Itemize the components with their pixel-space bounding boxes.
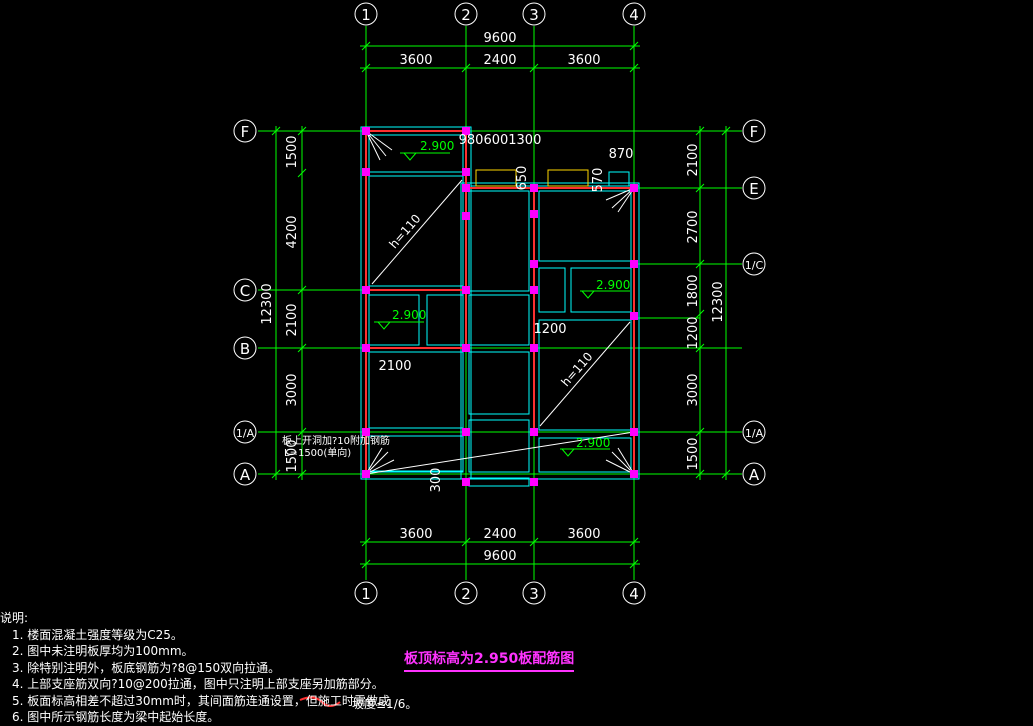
axis-label: 1 [361, 585, 371, 603]
dim-left-total: 12300 [260, 283, 275, 324]
axis-label: 3 [529, 6, 539, 24]
axis-bubble-right-E [742, 176, 766, 200]
dim-right-seg: 1500 [686, 437, 701, 470]
dim-left-seg: 1500 [285, 135, 300, 168]
left-dimensions [271, 126, 307, 480]
dim-bay-bottom: 2400 [483, 527, 516, 542]
dim-top-window: 9806001300 [459, 133, 542, 148]
axis-bubble-left-F [233, 119, 257, 143]
dim-bay-top: 3600 [399, 53, 432, 68]
axis-label: C [240, 282, 250, 300]
axis-bubble-top-2 [454, 2, 478, 26]
axis-label: 4 [629, 585, 639, 603]
note-line: 6. 图中所示钢筋长度为梁中起始长度。 [12, 710, 220, 724]
svg-text:L=1500(单向): L=1500(单向) [284, 446, 351, 459]
note-line: 说明: [0, 611, 29, 625]
dim-right-seg: 1800 [686, 274, 701, 307]
axis-bubble-bottom-1 [354, 581, 378, 605]
rebar-lines [365, 130, 635, 474]
drawing-title: 板顶标高为2.950板配筋图 [404, 648, 575, 672]
dim-300: 300 [429, 468, 444, 493]
elevation-label: 2.900 [392, 308, 426, 322]
elevation-markers: 2.900 2.900 2.900 2.900 [374, 139, 630, 457]
axis-label: F [750, 123, 759, 141]
top-dimensions [360, 41, 640, 73]
axis-bubble-right-1A [742, 420, 766, 444]
dim-570: 570 [591, 168, 606, 193]
axis-bubble-top-1 [354, 2, 378, 26]
axis-bubble-left-A [233, 462, 257, 486]
elevation-label: 2.900 [576, 436, 610, 450]
dim-bay-bottom: 3600 [399, 527, 432, 542]
bottom-dimensions [360, 537, 640, 569]
dim-left-seg: 3000 [285, 373, 300, 406]
note-line: 3. 除特别注明外，板底钢筋为?8@150双向拉通。 [12, 660, 281, 675]
dim-right-seg: 2100 [686, 143, 701, 176]
axis-label: A [749, 466, 760, 484]
dimension-texts: 9600 3600 2400 3600 3600 2400 3600 9600 … [378, 31, 633, 564]
dim-right-seg: 1200 [686, 316, 701, 349]
axis-bubbles [233, 2, 766, 605]
right-dimensions [634, 126, 731, 480]
note-line: 4. 上部支座筋双向?10@200拉通，图中只注明上部支座另加筋部分。 [12, 677, 384, 691]
axis-bubble-top-3 [522, 2, 546, 26]
axis-bubble-top-4 [622, 2, 646, 26]
axis-label: B [240, 340, 250, 358]
axis-bubble-bottom-3 [522, 581, 546, 605]
axis-label: 1/A [236, 427, 255, 440]
axis-label: E [749, 180, 758, 198]
columns [362, 127, 638, 486]
dim-left-seg: 2100 [285, 303, 300, 336]
slab-diagonals [365, 179, 635, 475]
axis-label: 1 [361, 6, 371, 24]
axis-bubble-bottom-4 [622, 581, 646, 605]
dim-right-total: 12300 [711, 281, 726, 322]
axis-bubble-right-F [742, 119, 766, 143]
axis-label: 2 [461, 585, 471, 603]
vertical-dimension-texts: 12300 1500 4200 2100 3000 1500 2100 2700… [260, 135, 726, 492]
axis-bubble-left-B [233, 336, 257, 360]
dim-650: 650 [515, 166, 530, 191]
dim-1200: 1200 [533, 322, 566, 337]
axis-label: 1/A [745, 427, 764, 440]
axis-bubble-left-1A [233, 420, 257, 444]
dim-right-seg: 2700 [686, 210, 701, 243]
axis-labels: 1 2 3 4 1 2 3 4 F C B 1/A A F E 1/C 1/A … [236, 6, 764, 603]
dim-bay-top: 3600 [567, 53, 600, 68]
window-blocks [475, 169, 589, 187]
elevation-label: 2.900 [420, 139, 454, 153]
note-line: 5. 板面标高相差不超过30mm时，其间面筋连通设置，但施工时需做成 [12, 693, 390, 708]
notes-block: 说明: 1. 楼面混凝土强度等级为C25。 2. 图中未注明板厚均为100mm。… [0, 610, 390, 726]
elevation-label: 2.900 [596, 278, 630, 292]
svg-text:板上开洞加?10附加钢筋: 板上开洞加?10附加钢筋 [282, 434, 390, 447]
axis-label: 4 [629, 6, 639, 24]
dim-left-seg: 1500 [285, 439, 300, 472]
dim-870: 870 [609, 147, 634, 162]
note-line: 2. 图中未注明板厚均为100mm。 [12, 644, 194, 658]
dim-bay-bottom: 3600 [567, 527, 600, 542]
rebar-note: 板上开洞加?10附加钢筋 L=1500(单向) [282, 434, 390, 459]
horizontal-axis-lines [258, 130, 742, 475]
axis-bubble-right-A [742, 462, 766, 486]
axis-bubble-left-C [233, 278, 257, 302]
dim-2100: 2100 [378, 359, 411, 374]
axis-label: 2 [461, 6, 471, 24]
axis-bubble-bottom-2 [454, 581, 478, 605]
note-line: 1. 楼面混凝土强度等级为C25。 [12, 627, 183, 642]
axis-bubble-right-1C [742, 252, 766, 276]
dim-total-bottom: 9600 [483, 549, 516, 564]
axis-label: F [241, 123, 250, 141]
slope-note: 坡度≤1/6。 [352, 697, 418, 711]
axis-label: 1/C [745, 259, 764, 272]
slab-thickness-labels: h=110 h=110 [386, 211, 595, 389]
vertical-axis-lines [365, 26, 635, 580]
dim-total-top: 9600 [483, 31, 516, 46]
axis-label: 3 [529, 585, 539, 603]
dim-left-seg: 4200 [285, 215, 300, 248]
dim-bay-top: 2400 [483, 53, 516, 68]
slope-marker [299, 696, 341, 707]
dim-right-seg: 3000 [686, 373, 701, 406]
axis-label: A [240, 466, 251, 484]
